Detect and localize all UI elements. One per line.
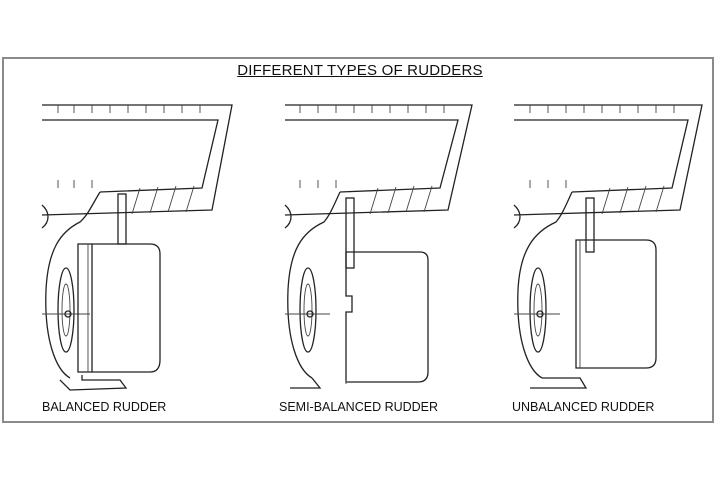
hull-stern [513, 104, 703, 216]
stern-frame [513, 191, 588, 389]
propeller [285, 267, 330, 353]
rudder-stock [345, 197, 355, 269]
semi-balanced-rudder-caption: SEMI-BALANCED RUDDER [279, 400, 439, 414]
propeller [514, 267, 560, 353]
hull-stern [284, 104, 473, 216]
stern-frame [284, 191, 341, 389]
balanced-rudder-caption: BALANCED RUDDER [42, 400, 167, 414]
rudder-stock [585, 197, 595, 253]
stern-frame [41, 191, 128, 391]
rudder-blade [575, 239, 657, 369]
unbalanced-rudder-caption: UNBALANCED RUDDER [512, 400, 655, 414]
rudder-blade [77, 243, 161, 373]
rudder-blade [345, 251, 429, 384]
hull-stern [41, 104, 233, 216]
diagram-title: DIFFERENT TYPES OF RUDDERS [237, 62, 483, 79]
propeller [42, 267, 90, 353]
